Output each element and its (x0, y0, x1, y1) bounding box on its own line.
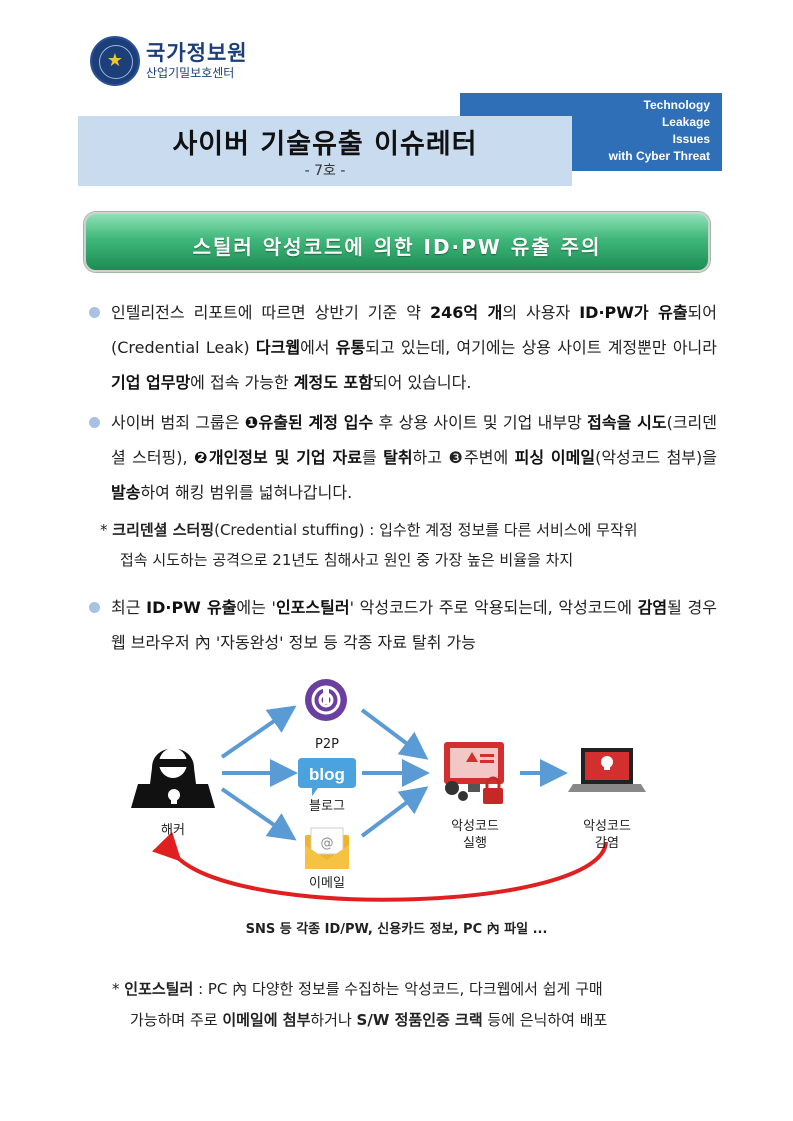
logo-text: 국가정보원 산업기밀보호센터 (146, 41, 248, 81)
text: 에 접속 가능한 (190, 373, 294, 392)
emphasis: ❶유출된 계정 입수 (244, 413, 374, 432)
emphasis: 다크웹 (255, 338, 301, 357)
malware-exec-icon (444, 742, 504, 804)
english-line: with Cyber Threat (608, 149, 710, 163)
blog-label: 블로그 (309, 799, 345, 814)
arrow-to-email (220, 787, 297, 841)
nis-logo: 국가정보원 산업기밀보호센터 (90, 36, 248, 86)
emphasis: ID·PW가 유출 (579, 303, 688, 322)
label-line: 악성코드 (583, 819, 631, 834)
bullet-icon (89, 307, 100, 318)
paragraph-attack-steps: 사이버 범죄 그룹은 ❶유출된 계정 입수 후 상용 사이트 및 기업 내부망 … (111, 405, 717, 510)
logo-name: 국가정보원 (146, 41, 248, 65)
nis-seal-icon (90, 36, 140, 86)
emphasis: ID·PW 유출 (146, 598, 237, 617)
text: (Credential stuffing) : 입수한 계정 정보를 다른 서비… (214, 521, 638, 539)
note-credential-stuffing: * 크리덴셜 스터핑(Credential stuffing) : 입수한 계정… (100, 514, 720, 547)
arrow-p2p-exec (360, 708, 429, 760)
english-line: Leakage (661, 115, 710, 129)
arrow-email-exec (360, 786, 429, 838)
emphasis: 인포스틸러 (124, 980, 194, 998)
emphasis: ❷개인정보 및 기업 자료 (194, 448, 362, 467)
label-line: 실행 (463, 836, 487, 851)
section-title: 스틸러 악성코드에 의한 ID·PW 유출 주의 (192, 235, 602, 259)
text: 인텔리전스 리포트에 따르면 상반기 기준 약 (111, 303, 430, 322)
hacker-icon (131, 748, 215, 808)
text: (크리덴셜 스터핑), (111, 413, 717, 467)
emphasis: 탈취 (383, 448, 413, 467)
emphasis: S/W 정품인증 크랙 (356, 1011, 483, 1029)
emphasis: 인포스틸러 (275, 598, 350, 617)
arrow-to-p2p (220, 705, 297, 759)
return-arrow (152, 831, 608, 902)
text: 되어(Credential Leak) (111, 303, 717, 357)
emphasis: 이메일에 첨부 (222, 1011, 311, 1029)
text: 하고 ❸주변에 (412, 448, 515, 467)
text: 최근 (111, 598, 147, 617)
paragraph-infostealer: 최근 ID·PW 유출에는 '인포스틸러' 악성코드가 주로 악용되는데, 악성… (111, 590, 717, 660)
email-icon: @ (305, 827, 349, 869)
note-mark: * (100, 521, 108, 539)
blog-icon: blog (298, 758, 356, 796)
emphasis: 크리덴셜 스터핑 (112, 521, 215, 539)
note-mark: * (112, 980, 120, 998)
hacker-label: 해커 (161, 823, 185, 838)
text: (악성코드 첨부)을 (595, 448, 717, 467)
text: 후 상용 사이트 및 기업 내부망 (373, 413, 588, 432)
english-subtitle: Technology Leakage Issues with Cyber Thr… (576, 97, 710, 165)
infected-laptop-icon (568, 748, 646, 792)
emphasis: 246억 개 (429, 303, 503, 322)
text: 되어 있습니다. (372, 373, 472, 392)
emphasis: 발송 (111, 483, 141, 502)
note-infostealer: * 인포스틸러 : PC 內 다양한 정보를 수집하는 악성코드, 다크웹에서 … (112, 973, 720, 1006)
newsletter-title: 사이버 기술유출 이슈레터 (172, 129, 478, 160)
logo-subtitle: 산업기밀보호센터 (146, 66, 235, 80)
emphasis: 감염 (637, 598, 668, 617)
emphasis: 피싱 이메일 (514, 448, 596, 467)
emphasis: 계정도 포함 (293, 373, 373, 392)
bullet-icon (89, 417, 100, 428)
issue-number: - 7호 - (304, 163, 346, 179)
text: 하여 해킹 범위를 넓혀나갑니다. (140, 483, 353, 502)
note-line: 접속 시도하는 공격으로 21년도 침해사고 원인 중 가장 높은 비율을 차지 (120, 551, 574, 569)
text: 될 경우 웹 브라우저 內 '자동완성' 정보 등 각종 자료 탈취 가능 (111, 598, 717, 652)
text: 의 사용자 (502, 303, 580, 322)
label-line: 악성코드 (451, 819, 499, 834)
text: 가능하며 주로 (130, 1011, 223, 1029)
text: 에는 ' (236, 598, 276, 617)
malware-exec-label: 악성코드 실행 (440, 818, 510, 852)
diagram-caption: SNS 등 각종 ID/PW, 신용카드 정보, PC 內 파일 ... (245, 922, 548, 937)
paragraph-leak-stats: 인텔리전스 리포트에 따르면 상반기 기준 약 246억 개의 사용자 ID·P… (111, 295, 717, 400)
email-label: 이메일 (309, 876, 345, 891)
malware-infect-label: 악성코드 감염 (572, 818, 642, 852)
label-line: 감염 (595, 836, 619, 851)
note-line: 가능하며 주로 이메일에 첨부하거나 S/W 정품인증 크랙 등에 은닉하여 배… (130, 1004, 720, 1037)
text: : PC 內 다양한 정보를 수집하는 악성코드, 다크웹에서 쉽게 구매 (193, 980, 603, 998)
section-header: 스틸러 악성코드에 의한 ID·PW 유출 주의 (84, 212, 710, 272)
emphasis: 접속을 시도 (587, 413, 667, 432)
text: ' 악성코드가 주로 악용되는데, 악성코드에 (349, 598, 638, 617)
english-line: Technology (643, 98, 710, 112)
p2p-icon (305, 679, 347, 721)
blog-word: blog (309, 765, 345, 784)
emphasis: 기업 업무망 (111, 373, 191, 392)
banner (78, 116, 572, 186)
text: 를 (361, 448, 384, 467)
english-line: Issues (672, 132, 710, 146)
text: 에서 (300, 338, 336, 357)
p2p-label: P2P (315, 737, 339, 752)
svg-text:@: @ (321, 836, 334, 851)
attack-flow-diagram: blog @ P2 (0, 660, 793, 960)
flow-arrows (220, 705, 568, 841)
emphasis: 유통 (335, 338, 366, 357)
text: 하거나 (310, 1011, 357, 1029)
text: 사이버 범죄 그룹은 (111, 413, 245, 432)
diagram-graphic: blog @ (131, 679, 646, 902)
bullet-icon (89, 602, 100, 613)
text: 등에 은닉하여 배포 (482, 1011, 608, 1029)
text: 되고 있는데, 여기에는 상용 사이트 계정뿐만 아니라 (365, 338, 717, 357)
